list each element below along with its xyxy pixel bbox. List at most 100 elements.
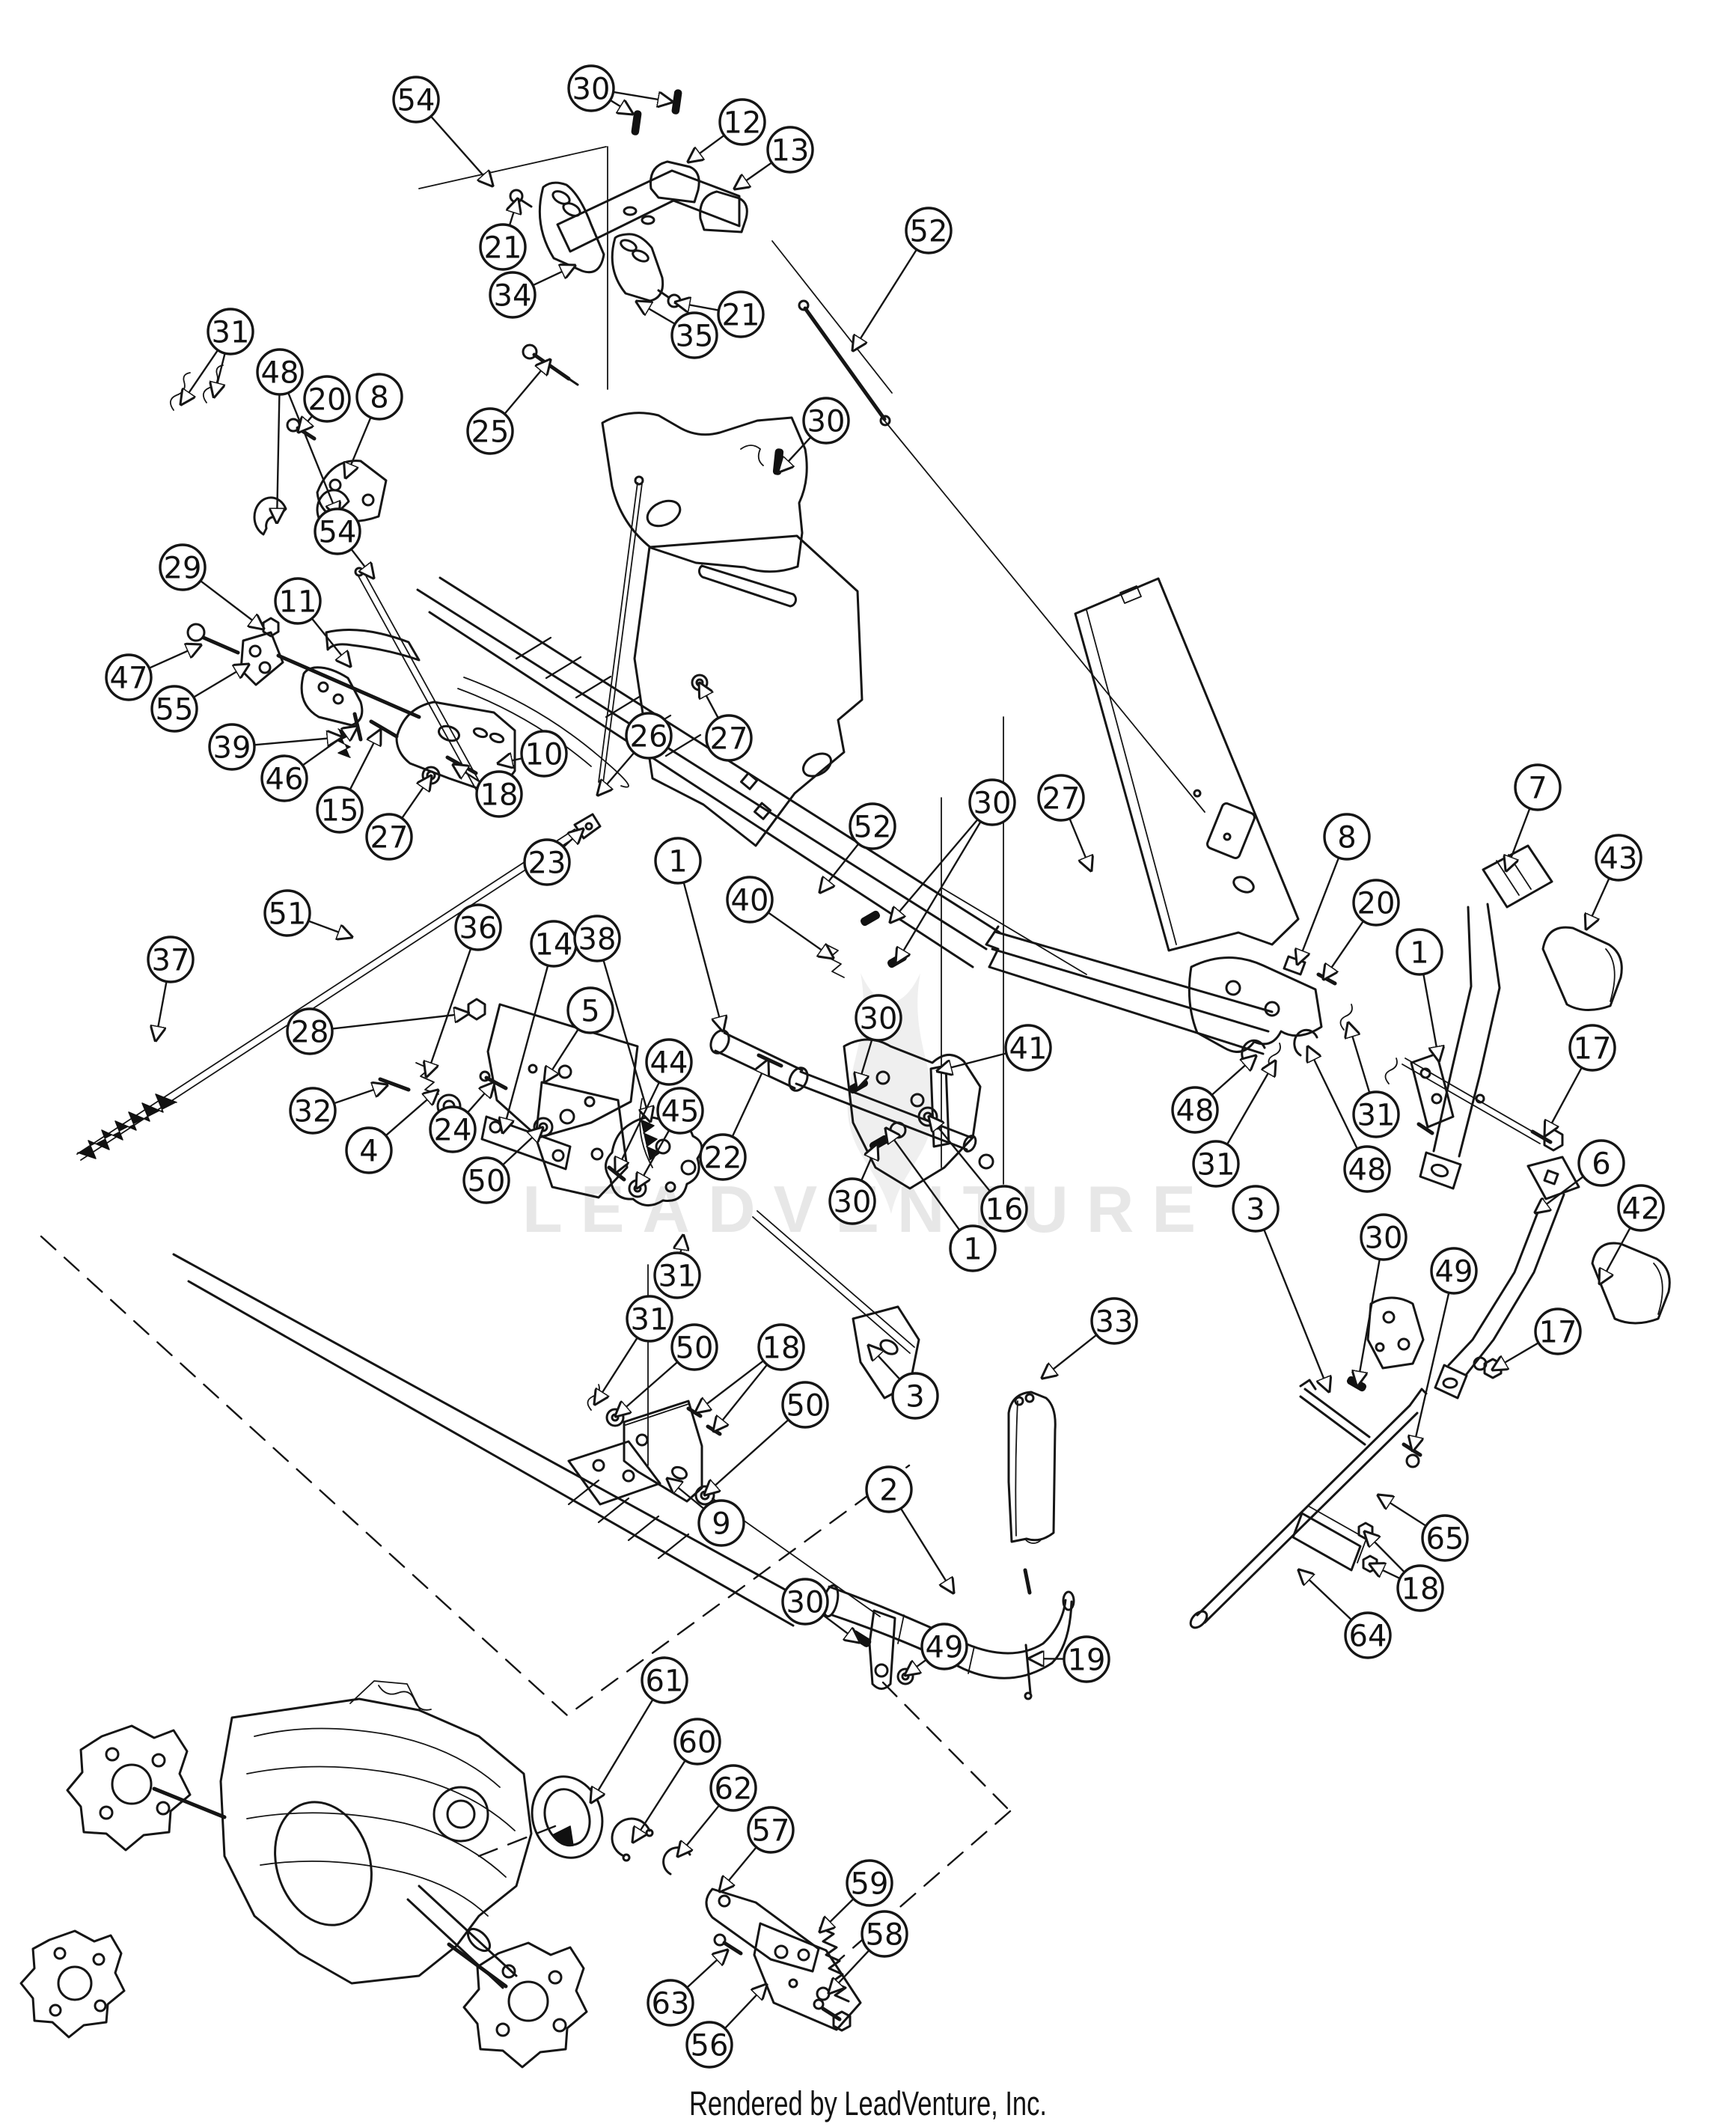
callout-balloon-3[interactable] <box>891 1372 939 1420</box>
callout-63[interactable]: 63 <box>647 1950 727 2027</box>
callout-balloon-56[interactable] <box>685 2021 733 2069</box>
callout-64[interactable]: 64 <box>1299 1570 1392 1659</box>
callout-12[interactable]: 12 <box>688 98 766 162</box>
callout-30[interactable]: 30 <box>890 778 1016 962</box>
callout-balloon-30[interactable] <box>567 64 615 112</box>
callout-4[interactable]: 4 <box>345 1090 438 1174</box>
callout-50[interactable]: 50 <box>616 1323 718 1416</box>
callout-18[interactable]: 18 <box>453 765 523 818</box>
callout-balloon-61[interactable] <box>641 1656 688 1704</box>
callout-balloon-60[interactable] <box>673 1718 721 1766</box>
callout-51[interactable]: 51 <box>263 889 352 937</box>
callout-56[interactable]: 56 <box>685 1985 766 2069</box>
callout-33[interactable]: 33 <box>1042 1297 1138 1378</box>
callout-balloon-32[interactable] <box>289 1087 337 1135</box>
callout-31[interactable]: 31 <box>653 1236 701 1299</box>
callout-19[interactable]: 19 <box>1030 1635 1110 1683</box>
callout-balloon-38[interactable] <box>573 915 621 962</box>
callout-8[interactable]: 8 <box>346 373 403 477</box>
callout-60[interactable]: 60 <box>633 1718 721 1842</box>
callout-balloon-48[interactable] <box>256 348 304 396</box>
callout-balloon-4[interactable] <box>345 1126 393 1174</box>
callout-47[interactable]: 47 <box>105 645 201 701</box>
callout-balloon-37[interactable] <box>147 936 195 983</box>
callout-balloon-43[interactable] <box>1595 834 1642 882</box>
callout-balloon-18[interactable] <box>757 1323 805 1371</box>
callout-balloon-50[interactable] <box>781 1381 829 1429</box>
callout-30[interactable]: 30 <box>567 64 672 114</box>
callout-48[interactable]: 48 <box>1308 1047 1391 1193</box>
callout-balloon-29[interactable] <box>159 543 207 591</box>
callout-balloon-12[interactable] <box>718 98 766 146</box>
callout-5[interactable]: 5 <box>545 986 614 1081</box>
callout-balloon-15[interactable] <box>316 786 364 834</box>
callout-balloon-30[interactable] <box>781 1578 829 1626</box>
callout-37[interactable]: 37 <box>147 936 195 1040</box>
callout-balloon-50[interactable] <box>462 1156 510 1204</box>
callout-balloon-10[interactable] <box>520 730 568 778</box>
callout-65[interactable]: 65 <box>1378 1495 1469 1562</box>
callout-25[interactable]: 25 <box>466 360 550 455</box>
callout-balloon-50[interactable] <box>670 1323 718 1371</box>
callout-28[interactable]: 28 <box>286 1007 468 1055</box>
callout-balloon-30[interactable] <box>968 778 1016 826</box>
callout-31[interactable]: 31 <box>1192 1061 1275 1188</box>
callout-balloon-6[interactable] <box>1577 1139 1625 1187</box>
callout-balloon-27[interactable] <box>1037 774 1085 822</box>
callout-balloon-54[interactable] <box>314 507 361 555</box>
callout-balloon-31[interactable] <box>207 308 254 355</box>
callout-balloon-31[interactable] <box>1192 1140 1240 1188</box>
callout-balloon-1[interactable] <box>949 1224 997 1272</box>
callout-55[interactable]: 55 <box>150 665 248 733</box>
callout-balloon-30[interactable] <box>802 397 850 445</box>
callout-balloon-8[interactable] <box>1323 813 1371 861</box>
callout-balloon-30[interactable] <box>828 1177 876 1225</box>
callout-balloon-31[interactable] <box>1352 1090 1400 1138</box>
callout-38[interactable]: 38 <box>573 915 650 1121</box>
callout-44[interactable]: 44 <box>616 1038 693 1172</box>
callout-balloon-54[interactable] <box>392 76 440 123</box>
callout-58[interactable]: 58 <box>829 1910 908 1993</box>
callout-balloon-17[interactable] <box>1534 1307 1582 1355</box>
callout-balloon-21[interactable] <box>479 223 527 271</box>
callout-balloon-41[interactable] <box>1004 1024 1052 1072</box>
callout-balloon-35[interactable] <box>670 311 718 359</box>
callout-balloon-27[interactable] <box>705 714 753 762</box>
callout-balloon-39[interactable] <box>208 723 256 771</box>
callout-balloon-21[interactable] <box>717 290 765 338</box>
callout-balloon-62[interactable] <box>709 1764 757 1812</box>
callout-16[interactable]: 16 <box>929 1117 1028 1233</box>
callout-43[interactable]: 43 <box>1586 834 1642 929</box>
callout-balloon-24[interactable] <box>429 1105 477 1153</box>
callout-balloon-13[interactable] <box>766 126 814 174</box>
callout-balloon-47[interactable] <box>105 653 153 701</box>
callout-1[interactable]: 1 <box>886 1129 997 1272</box>
callout-49[interactable]: 49 <box>905 1623 968 1675</box>
callout-15[interactable]: 15 <box>316 730 380 834</box>
callout-balloon-31[interactable] <box>626 1295 673 1343</box>
callout-17[interactable]: 17 <box>1545 1024 1616 1135</box>
callout-balloon-28[interactable] <box>286 1007 334 1055</box>
callout-balloon-20[interactable] <box>303 375 351 423</box>
callout-balloon-18[interactable] <box>1396 1564 1444 1612</box>
callout-balloon-9[interactable] <box>697 1499 745 1547</box>
callout-balloon-19[interactable] <box>1063 1635 1110 1683</box>
callout-balloon-42[interactable] <box>1617 1184 1665 1232</box>
callout-balloon-48[interactable] <box>1343 1145 1391 1193</box>
callout-9[interactable]: 9 <box>667 1479 745 1547</box>
callout-balloon-17[interactable] <box>1568 1024 1616 1072</box>
callout-balloon-5[interactable] <box>566 986 614 1034</box>
callout-30[interactable]: 30 <box>781 1578 859 1642</box>
callout-18[interactable]: 18 <box>696 1323 805 1431</box>
callout-30[interactable]: 30 <box>828 1145 877 1225</box>
callout-52[interactable]: 52 <box>853 207 953 350</box>
callout-6[interactable]: 6 <box>1535 1139 1625 1212</box>
callout-balloon-55[interactable] <box>150 685 198 733</box>
callout-29[interactable]: 29 <box>159 543 263 629</box>
callout-17[interactable]: 17 <box>1493 1307 1582 1370</box>
callout-27[interactable]: 27 <box>1037 774 1091 870</box>
callout-balloon-30[interactable] <box>855 994 902 1042</box>
callout-34[interactable]: 34 <box>489 266 575 319</box>
callout-22[interactable]: 22 <box>699 1061 768 1181</box>
callout-balloon-49[interactable] <box>1430 1247 1478 1295</box>
